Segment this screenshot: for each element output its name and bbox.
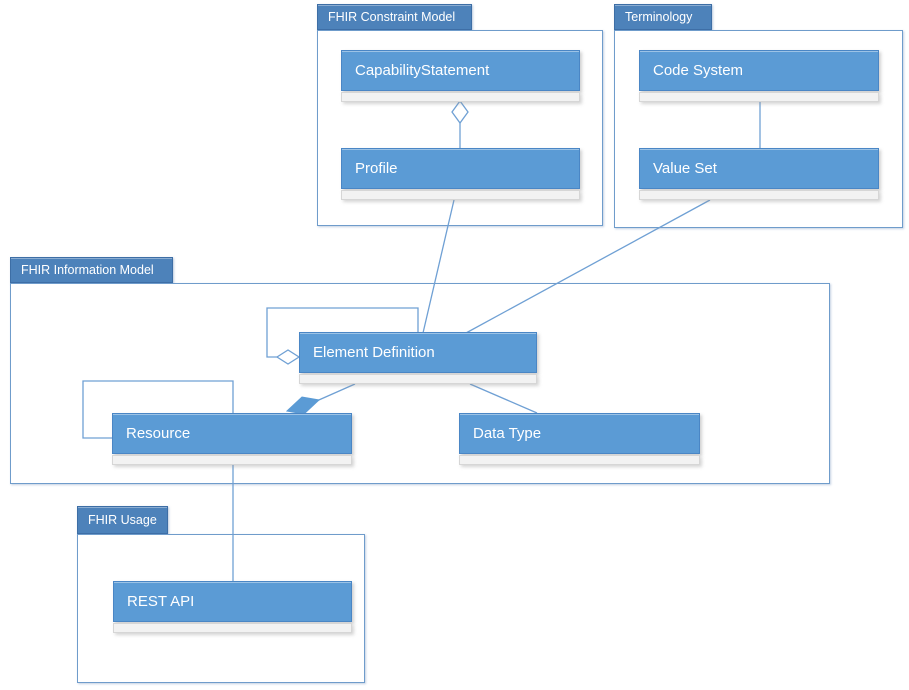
aggregation-diamond-capabilitystatement: [451, 99, 469, 125]
class-compartment-codesystem: [639, 92, 879, 102]
connector-elementdefinition-datatype: [469, 383, 538, 414]
aggregation-diamond-elementdefinition: [275, 349, 301, 365]
class-compartment-capabilitystatement: [341, 92, 580, 102]
class-label-capabilitystatement: CapabilityStatement: [355, 62, 490, 79]
connector-elementdefinition-self-loop: [266, 307, 419, 358]
composition-diamond-resource: [285, 396, 321, 415]
class-datatype: Data Type: [459, 413, 700, 465]
class-resource: Resource: [112, 413, 352, 465]
class-valueset: Value Set: [639, 148, 879, 200]
class-profile: Profile: [341, 148, 580, 200]
class-compartment-elementdefinition: [299, 374, 537, 384]
connector-valueset-elementdefinition: [465, 199, 711, 334]
class-capabilitystatement: CapabilityStatement: [341, 50, 580, 102]
class-label-profile: Profile: [355, 160, 398, 177]
package-tab-fhir-usage: FHIR Usage: [77, 506, 168, 534]
package-tab-fhir-constraint-model: FHIR Constraint Model: [317, 4, 472, 30]
class-compartment-datatype: [459, 455, 700, 465]
class-compartment-restapi: [113, 623, 352, 633]
class-label-datatype: Data Type: [473, 425, 542, 442]
connector-resource-self-loop: [82, 380, 234, 439]
class-elementdefinition: Element Definition: [299, 332, 537, 384]
package-tab-terminology: Terminology: [614, 4, 712, 30]
package-tab-fhir-information-model: FHIR Information Model: [10, 257, 173, 283]
class-label-restapi: REST API: [127, 593, 195, 610]
class-compartment-valueset: [639, 190, 879, 200]
connector-profile-elementdefinition: [422, 199, 455, 334]
class-label-valueset: Value Set: [653, 160, 717, 177]
class-label-elementdefinition: Element Definition: [313, 344, 435, 361]
class-compartment-resource: [112, 455, 352, 465]
class-compartment-profile: [341, 190, 580, 200]
class-restapi: REST API: [113, 581, 352, 633]
class-label-resource: Resource: [126, 425, 191, 442]
class-label-codesystem: Code System: [653, 62, 744, 79]
class-codesystem: Code System: [639, 50, 879, 102]
